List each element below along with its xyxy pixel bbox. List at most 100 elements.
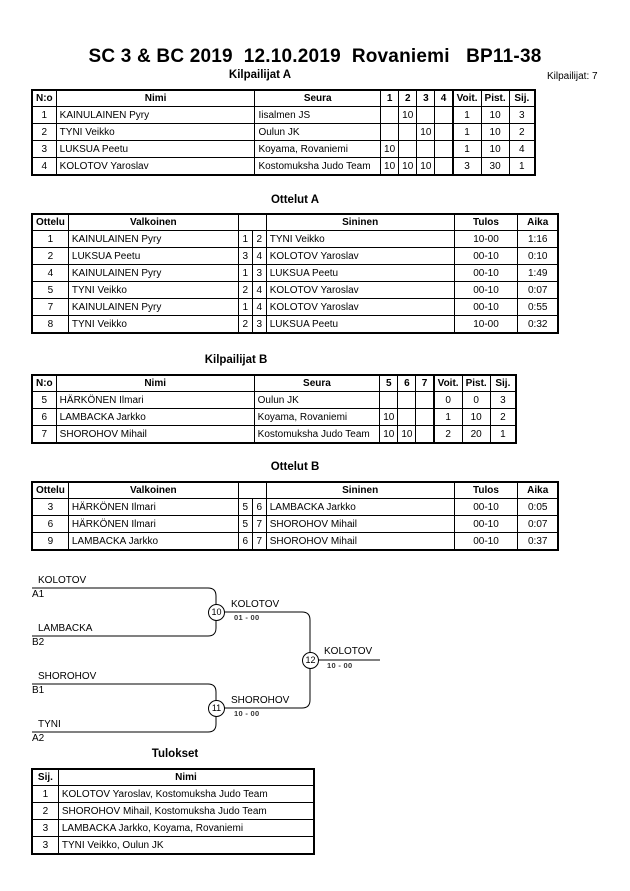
cell-white: HÄRKÖNEN Ilmari — [67, 515, 239, 533]
bracket-match-12: 12 — [302, 652, 319, 669]
cell-no: 7 — [31, 425, 57, 444]
cell-club: Koyama, Rovaniemi — [254, 140, 382, 158]
cell-place: 1 — [489, 425, 517, 444]
results-table: Sij. Nimi 1 KOLOTOV Yaroslav, Kostomuksh… — [31, 768, 315, 855]
cell-blue: SHOROHOV Mihail — [265, 532, 455, 551]
cell-name: LUKSUA Peetu — [55, 140, 256, 158]
cell-blue: SHOROHOV Mihail — [265, 515, 455, 533]
cell-score — [416, 140, 436, 158]
group-b-header: N:o Nimi Seura 5 6 7 Voit. Pist. Sij. — [31, 374, 517, 392]
cell-points: 20 — [461, 425, 491, 444]
col-name: Nimi — [57, 768, 315, 786]
table-row: 3 HÄRKÖNEN Ilmari 5 6 LAMBACKA Jarkko 00… — [31, 498, 559, 516]
matches-a-title: Ottelut A — [270, 194, 320, 206]
cell-name: LAMBACKA Jarkko, Koyama, Rovaniemi — [57, 819, 315, 837]
cell-place: 2 — [489, 408, 517, 426]
matches-a-table: Ottelu Valkoinen Sininen Tulos Aika 1 KA… — [31, 213, 559, 334]
cell-name: SHOROHOV Mihail, Kostomuksha Judo Team — [57, 802, 315, 820]
bracket-match-10: 10 — [208, 604, 225, 621]
bracket-semi2-top-seed: B1 — [32, 685, 45, 696]
col-6: 6 — [397, 374, 417, 392]
cell-time: 0:32 — [517, 315, 559, 334]
bracket-semi2-bottom-seed: A2 — [32, 733, 45, 744]
table-row: 7 SHOROHOV Mihail Kostomuksha Judo Team … — [31, 425, 517, 444]
cell-name: SHOROHOV Mihail — [55, 425, 255, 444]
table-row: 8 TYNI Veikko 2 3 LUKSUA Peetu 10-00 0:3… — [31, 315, 559, 334]
group-b-table: N:o Nimi Seura 5 6 7 Voit. Pist. Sij. 5 … — [31, 374, 517, 444]
cell-name: KOLOTOV Yaroslav — [55, 157, 256, 176]
table-row: 6 LAMBACKA Jarkko Koyama, Rovaniemi 10 1… — [31, 408, 517, 426]
cell-wins: 3 — [451, 157, 482, 176]
table-row: 1 KOLOTOV Yaroslav, Kostomuksha Judo Tea… — [31, 785, 315, 803]
bracket-semi1-top: KOLOTOV — [38, 575, 87, 586]
cell-white-no: 1 — [237, 298, 253, 316]
cell-match: 7 — [31, 298, 69, 316]
table-row: 2 SHOROHOV Mihail, Kostomuksha Judo Team — [31, 802, 315, 820]
cell-wins: 2 — [432, 425, 463, 444]
table-row: 3 LUKSUA Peetu Koyama, Rovaniemi 10 1 10… — [31, 140, 536, 158]
page-title: SC 3 & BC 2019 12.10.2019 Rovaniemi BP11… — [88, 46, 542, 67]
bracket-semi1-bottom: LAMBACKA — [38, 623, 93, 634]
cell-blue: KOLOTOV Yaroslav — [265, 298, 455, 316]
cell-white: TYNI Veikko — [67, 315, 239, 334]
bracket-semi2-winner: SHOROHOV — [231, 695, 290, 706]
cell-white: KAINULAINEN Pyry — [67, 298, 239, 316]
participants-count: Kilpailijat: 7 — [547, 71, 598, 82]
group-b-title: Kilpailijat B — [204, 354, 268, 366]
cell-match: 8 — [31, 315, 69, 334]
results-header: Sij. Nimi — [31, 768, 315, 786]
table-row: 1 KAINULAINEN Pyry Iisalmen JS 10 1 10 3 — [31, 106, 536, 124]
cell-blue: LUKSUA Peetu — [265, 315, 455, 334]
cell-score: 10 — [416, 157, 436, 176]
cell-place: 1 — [31, 785, 59, 803]
cell-name: KOLOTOV Yaroslav, Kostomuksha Judo Team — [57, 785, 315, 803]
col-place: Sij. — [508, 89, 536, 107]
cell-white: LAMBACKA Jarkko — [67, 532, 239, 551]
cell-no: 6 — [31, 408, 57, 426]
table-row: 5 TYNI Veikko 2 4 KOLOTOV Yaroslav 00-10… — [31, 281, 559, 299]
cell-points: 30 — [480, 157, 510, 176]
matches-b-table: Ottelu Valkoinen Sininen Tulos Aika 3 HÄ… — [31, 481, 559, 551]
cell-no: 4 — [31, 157, 57, 176]
col-place: Sij. — [31, 768, 59, 786]
group-a-title: Kilpailijat A — [228, 69, 292, 81]
cell-no: 3 — [31, 140, 57, 158]
cell-points: 10 — [461, 408, 491, 426]
table-row: 7 KAINULAINEN Pyry 1 4 KOLOTOV Yaroslav … — [31, 298, 559, 316]
cell-result: 10-00 — [453, 315, 519, 334]
bracket-final-winner: KOLOTOV — [324, 646, 373, 657]
cell-wins: 1 — [432, 408, 463, 426]
cell-time: 1:49 — [517, 264, 559, 282]
bracket-semi2-top: SHOROHOV — [38, 671, 97, 682]
cell-no: 5 — [31, 391, 57, 409]
cell-place: 2 — [31, 802, 59, 820]
cell-time: 0:07 — [517, 515, 559, 533]
cell-points: 10 — [480, 140, 510, 158]
cell-wins: 1 — [451, 140, 482, 158]
table-row: 2 LUKSUA Peetu 3 4 KOLOTOV Yaroslav 00-1… — [31, 247, 559, 265]
table-row: 3 LAMBACKA Jarkko, Koyama, Rovaniemi — [31, 819, 315, 837]
cell-place: 1 — [508, 157, 536, 176]
cell-score — [397, 408, 417, 426]
bracket-final-score: 10 - 00 — [327, 661, 353, 670]
cell-place: 3 — [31, 819, 59, 837]
group-a-table: N:o Nimi Seura 1 2 3 4 Voit. Pist. Sij. … — [31, 89, 536, 176]
cell-name: LAMBACKA Jarkko — [55, 408, 255, 426]
results-title: Tulokset — [151, 748, 199, 760]
bracket-match-11: 11 — [208, 700, 225, 717]
cell-name: TYNI Veikko, Oulun JK — [57, 836, 315, 855]
bracket-semi1-winner: KOLOTOV — [231, 599, 280, 610]
bracket-semi1-bottom-seed: B2 — [32, 637, 45, 648]
bracket-semi2-bottom: TYNI — [38, 719, 61, 730]
cell-score: 10 — [397, 425, 417, 444]
bracket-semi2-score: 10 - 00 — [234, 709, 260, 718]
cell-club: Kostomuksha Judo Team — [253, 425, 381, 444]
matches-b-title: Ottelut B — [270, 461, 320, 473]
cell-wins: 0 — [432, 391, 463, 409]
table-row: 9 LAMBACKA Jarkko 6 7 SHOROHOV Mihail 00… — [31, 532, 559, 551]
table-row: 4 KOLOTOV Yaroslav Kostomuksha Judo Team… — [31, 157, 536, 176]
cell-match: 9 — [31, 532, 69, 551]
cell-time: 0:37 — [517, 532, 559, 551]
bracket-semi1-top-seed: A1 — [32, 589, 45, 600]
